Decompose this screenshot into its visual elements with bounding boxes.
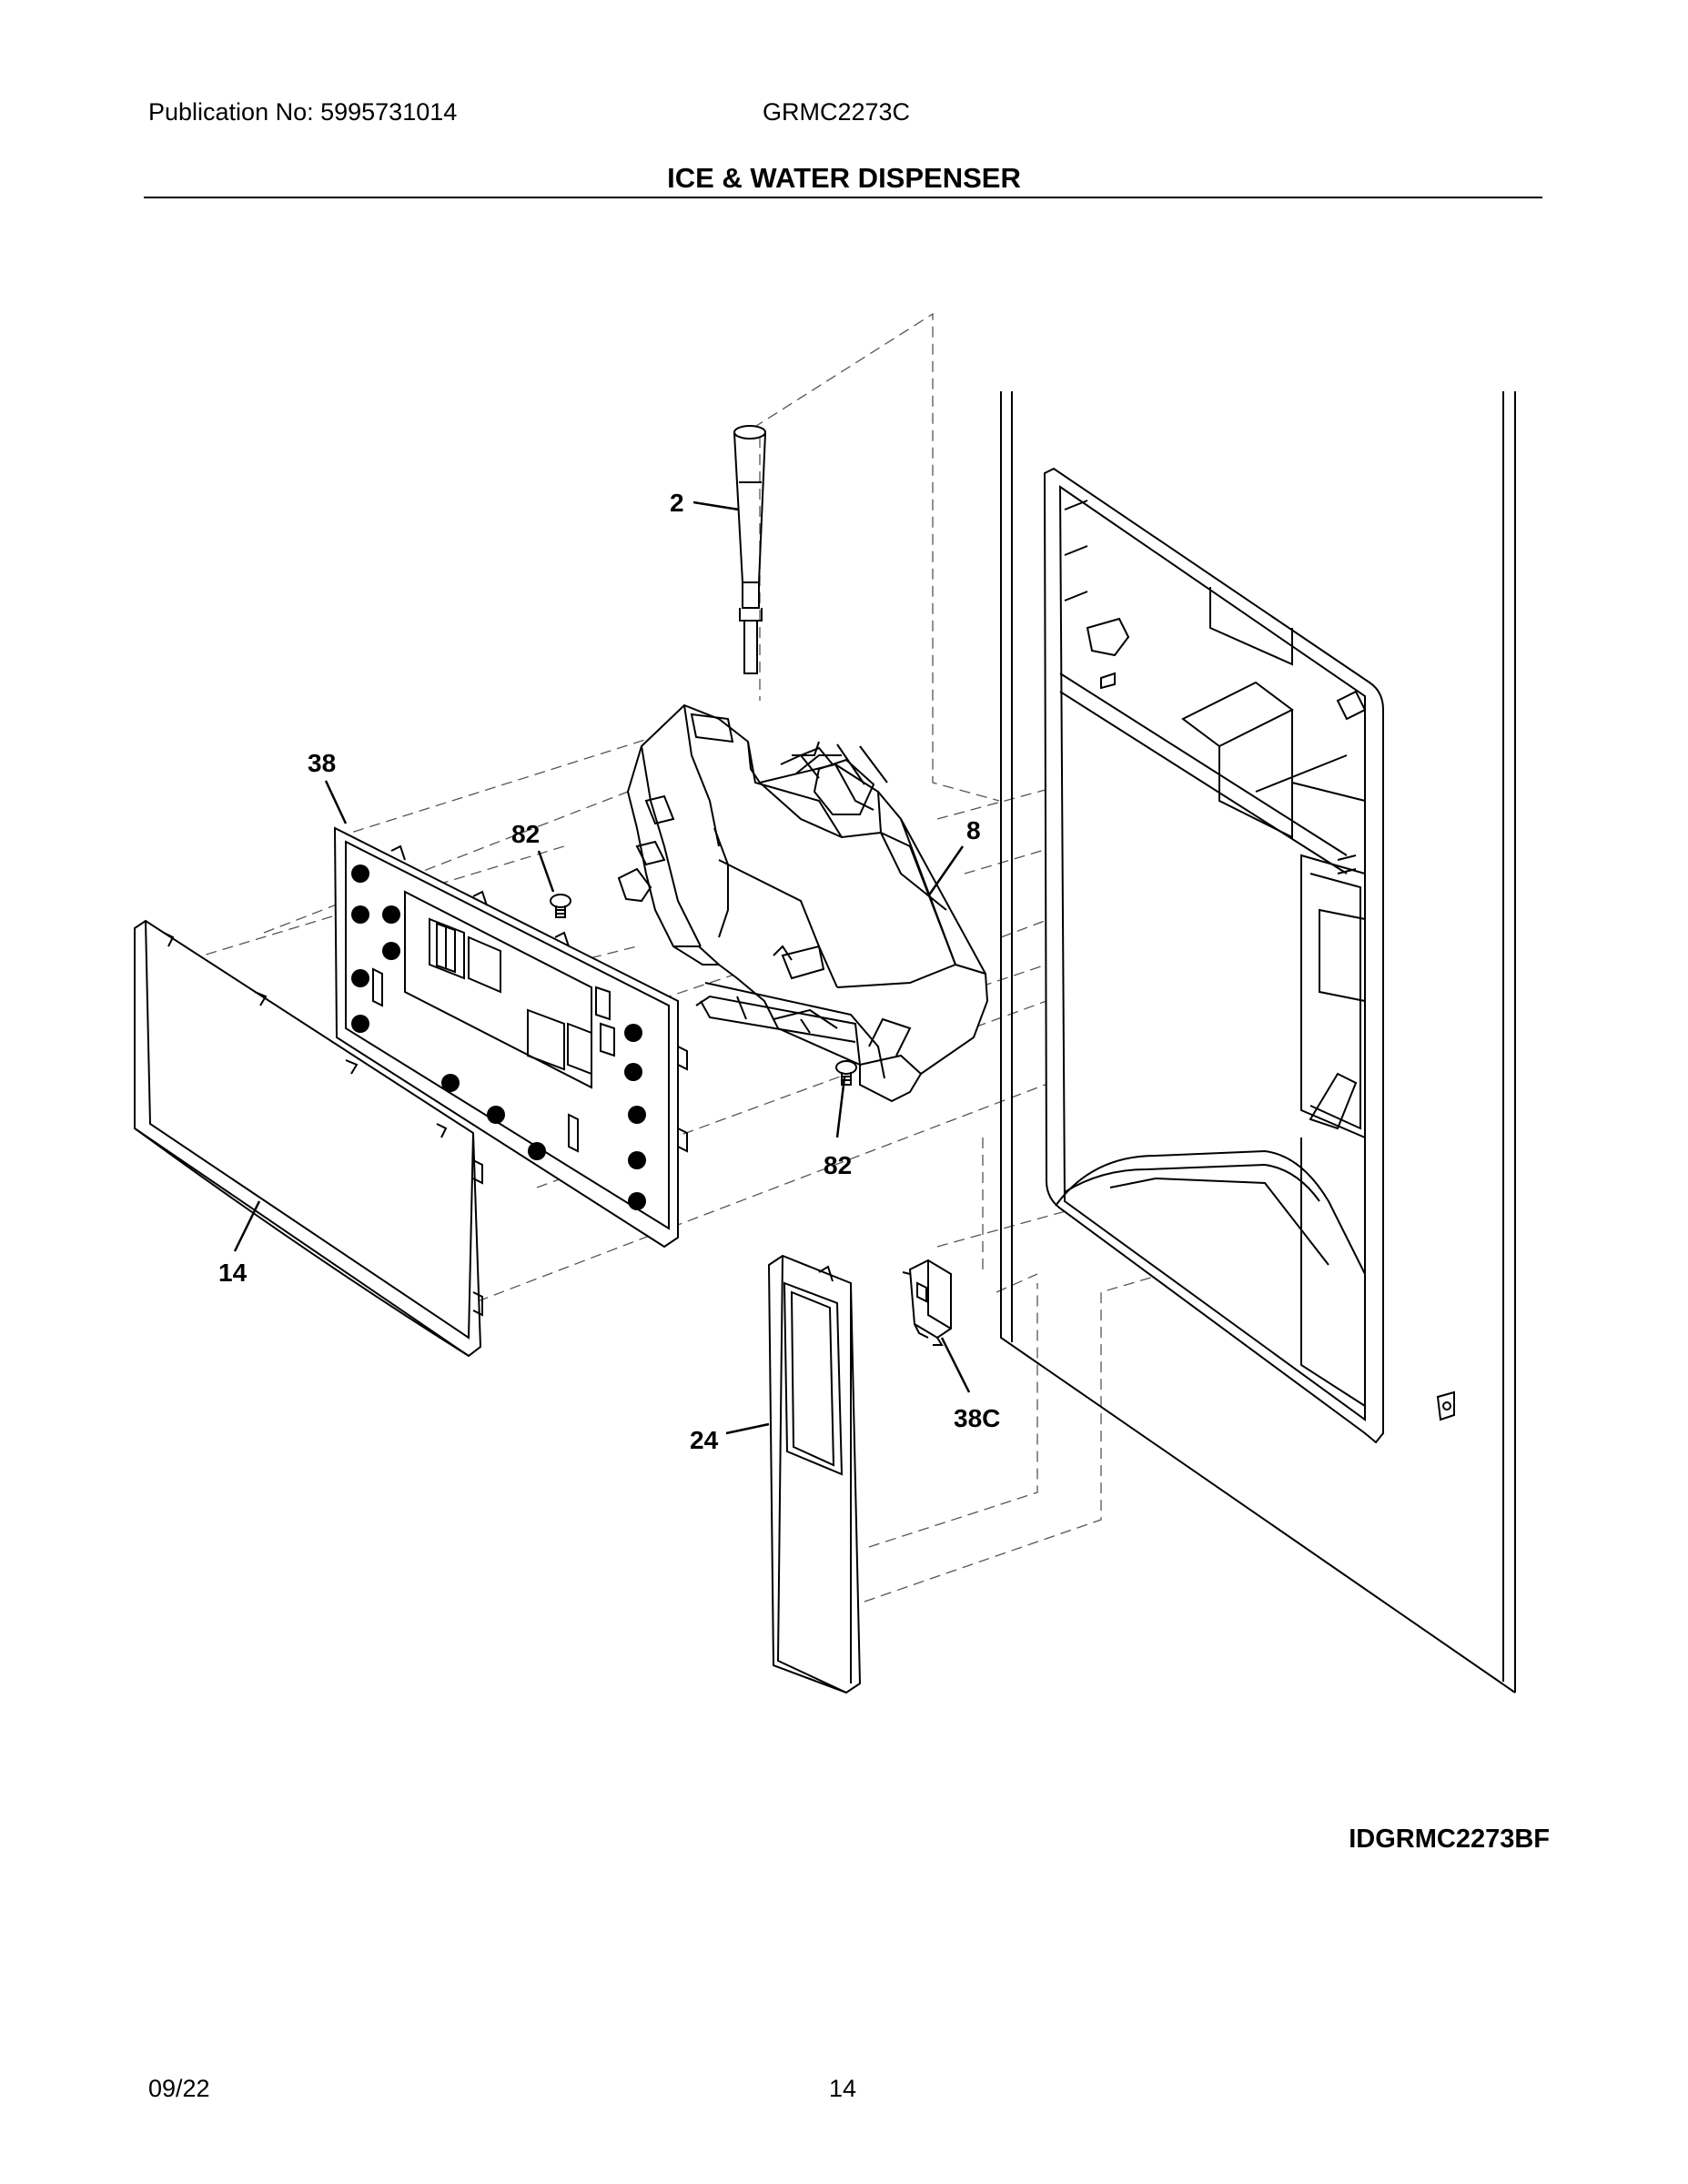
callout-14: 14 — [218, 1259, 248, 1287]
callout-24: 24 — [690, 1426, 719, 1454]
control-buttons — [351, 864, 646, 1210]
title-rule — [144, 197, 1542, 198]
page-title: ICE & WATER DISPENSER — [667, 162, 1021, 194]
part-water-tube — [733, 425, 766, 674]
part-dispenser-housing — [617, 703, 989, 1103]
part-switch — [902, 1259, 952, 1346]
part-screw-lower — [835, 1060, 857, 1086]
callout-82-lower: 82 — [824, 1151, 852, 1179]
part-front-cover — [134, 919, 483, 1358]
page-number: 14 — [829, 2075, 857, 2102]
callout-82-upper: 82 — [511, 820, 540, 848]
callout-38: 38 — [308, 749, 336, 777]
illustration-id: IDGRMC2273BF — [1349, 1825, 1550, 1854]
callout-38c: 38C — [954, 1404, 1000, 1432]
board-tabs — [390, 844, 688, 1153]
dispenser-recess — [1043, 467, 1455, 1444]
publication-date: 09/22 — [148, 2075, 210, 2102]
callout-8: 8 — [966, 816, 981, 844]
callout-2: 2 — [670, 489, 684, 517]
publication-number: Publication No: 5995731014 — [148, 98, 458, 126]
model-number: GRMC2273C — [763, 98, 911, 126]
part-control-board — [333, 826, 688, 1249]
part-screw-upper — [550, 894, 571, 918]
door-panel — [1000, 391, 1516, 1694]
part-trim-panel — [767, 1254, 862, 1694]
leader-lines — [233, 500, 971, 1435]
